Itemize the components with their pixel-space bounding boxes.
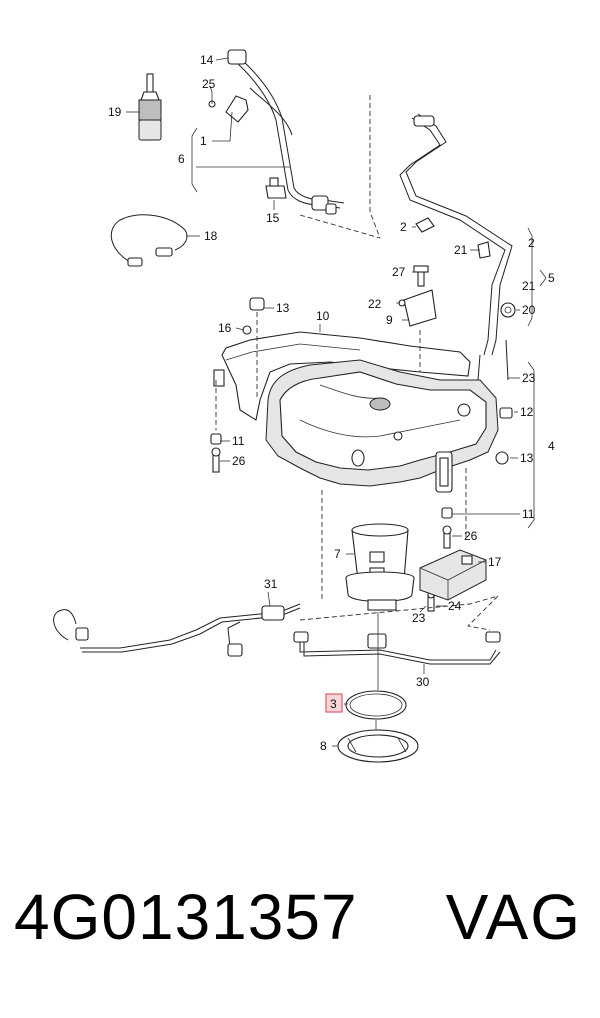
fuel-pump	[345, 523, 415, 611]
callout-24[interactable]: 24	[448, 599, 462, 613]
bolts-left	[210, 297, 265, 473]
callout-25[interactable]: 25	[202, 77, 216, 91]
callout-9[interactable]: 9	[386, 313, 393, 327]
line-connector	[227, 49, 247, 65]
callout-5[interactable]: 5	[548, 271, 555, 285]
fuel-tank	[213, 330, 513, 600]
callout-26-left[interactable]: 26	[232, 454, 246, 468]
callout-20[interactable]: 20	[522, 303, 536, 317]
callout-6[interactable]: 6	[178, 152, 185, 166]
leader-lines	[126, 57, 547, 747]
callout-23-bottom[interactable]: 23	[412, 611, 426, 625]
callout-12[interactable]: 12	[520, 405, 534, 419]
sealant-bottle	[138, 73, 162, 141]
callout-21-clip[interactable]: 21	[454, 243, 468, 257]
callout-8[interactable]: 8	[320, 739, 327, 753]
callout-16[interactable]: 16	[218, 321, 232, 335]
callout-31[interactable]: 31	[264, 577, 278, 591]
callout-7[interactable]: 7	[334, 547, 341, 561]
bolts-right	[427, 507, 453, 612]
lock-ring	[337, 720, 419, 763]
callout-11-left[interactable]: 11	[232, 434, 245, 448]
callout-27[interactable]: 27	[392, 265, 406, 279]
callout-19[interactable]: 19	[108, 105, 122, 119]
callout-13-right[interactable]: 13	[520, 451, 534, 465]
callout-13-top[interactable]: 13	[276, 301, 290, 315]
cable-18	[110, 214, 188, 267]
callout-3-highlight	[325, 693, 343, 713]
pump-seal	[345, 612, 407, 720]
callout-11-right[interactable]: 11	[522, 507, 535, 521]
wiring-harness-31	[53, 603, 301, 657]
callout-18[interactable]: 18	[204, 229, 218, 243]
fuel-lines	[227, 49, 513, 381]
callout-3[interactable]: 3	[330, 697, 337, 711]
callout-4[interactable]: 4	[548, 439, 555, 453]
brand-label: VAG	[445, 881, 582, 953]
callout-2[interactable]: 2	[528, 236, 535, 250]
bracket-9	[398, 265, 437, 327]
callout-22[interactable]: 22	[368, 297, 382, 311]
clip-2	[415, 217, 435, 233]
callout-21[interactable]: 21	[522, 279, 536, 293]
wiring-harness-30	[293, 595, 501, 665]
clamp-bracket	[208, 92, 249, 123]
callout-23-top[interactable]: 23	[522, 371, 536, 385]
callout-10[interactable]: 10	[316, 309, 330, 323]
callout-15[interactable]: 15	[266, 211, 280, 225]
callout-26-right[interactable]: 26	[464, 529, 478, 543]
clip-21	[477, 241, 491, 259]
callout-2-clip[interactable]: 2	[400, 220, 407, 234]
callout-17[interactable]: 17	[488, 555, 502, 569]
part-footer: 4G0131357 VAG	[0, 880, 600, 990]
connector-15	[265, 177, 287, 199]
callout-14[interactable]: 14	[200, 53, 214, 67]
parts-exploded-diagram: 14 25 19 1 6 15 18 2 21 2 21 5 20 27 22 …	[53, 49, 555, 763]
part-number-label: 4G0131357	[14, 881, 358, 953]
callout-1[interactable]: 1	[200, 134, 207, 148]
nut-20	[500, 302, 516, 318]
callout-30[interactable]: 30	[416, 675, 430, 689]
control-unit	[419, 549, 487, 601]
callouts: 14 25 19 1 6 15 18 2 21 2 21 5 20 27 22 …	[108, 53, 555, 753]
